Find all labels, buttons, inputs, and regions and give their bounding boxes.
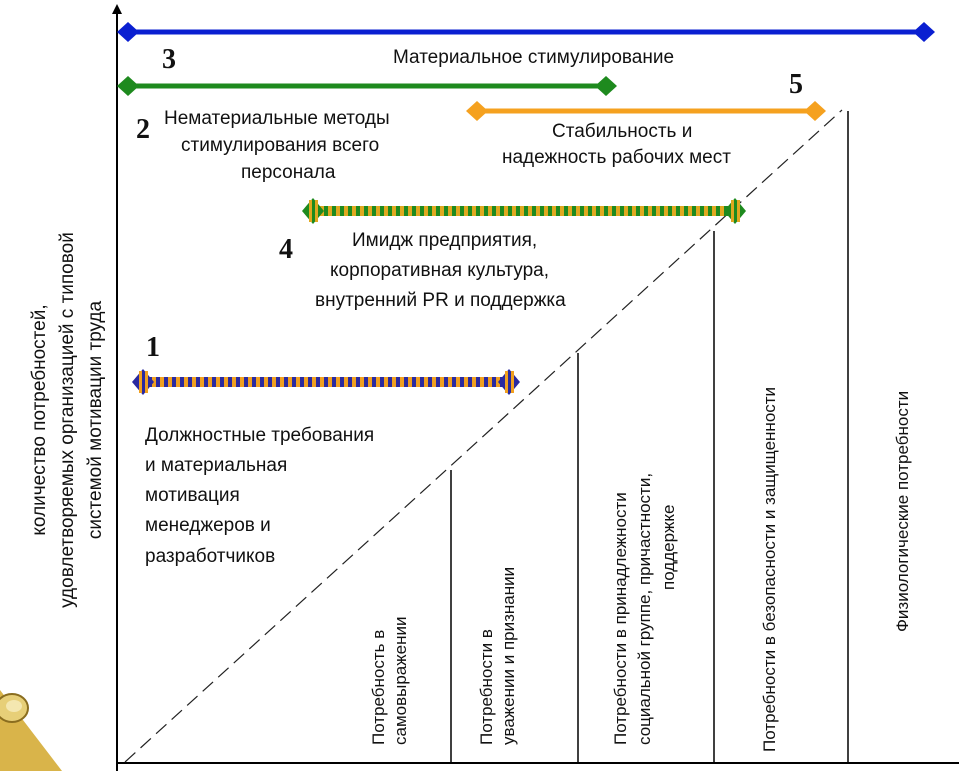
bar-4-label-line-3: внутренний PR и поддержка <box>315 290 566 311</box>
y-axis-label-line-3: системой мотивации труда <box>85 301 106 540</box>
need-physiological: Физиологические потребности <box>893 391 912 632</box>
y-axis-arrow-icon <box>112 4 122 14</box>
y-axis-label-line-2: удовлетворяемых организацией с типовой <box>57 232 78 608</box>
bar-3-number: 3 <box>162 44 176 75</box>
bar-1-label-line-5: разработчиков <box>145 546 275 567</box>
need-respect-line-2: уважении и признании <box>499 567 518 745</box>
need-safety: Потребности в безопасности и защищенност… <box>760 387 779 752</box>
bar-5-label-line-2: надежность рабочих мест <box>502 147 731 168</box>
bar-4: 4 Имидж предприятия, корпоративная культ… <box>279 198 746 311</box>
bar-5-right-diamond-icon <box>804 101 826 121</box>
bar-2-left-diamond-icon <box>117 76 139 96</box>
bar-1-label-line-1: Должностные требования <box>145 425 374 446</box>
need-safety-line-1: Потребности в безопасности и защищенност… <box>760 387 779 752</box>
need-belonging-line-2: социальной группе, причастности, <box>635 473 654 745</box>
corner-illustration-icon <box>0 690 62 771</box>
bar-1-label-line-3: мотивация <box>145 485 240 506</box>
bar-4-number: 4 <box>279 234 293 265</box>
need-belonging-line-3: поддержке <box>659 505 678 591</box>
bar-3-left-diamond-icon <box>117 22 139 42</box>
bar-1-left-diamond-icon <box>132 369 154 395</box>
need-respect: Потребности в уважении и признании <box>477 567 518 745</box>
bar-3-right-diamond-icon <box>913 22 935 42</box>
bar-4-label-line-2: корпоративная культура, <box>330 260 549 281</box>
bar-4-left-diamond-icon <box>302 198 324 224</box>
y-axis-label-line-1: количество потребностей, <box>29 304 50 535</box>
bar-1-right-diamond-icon <box>498 369 520 395</box>
need-respect-line-1: Потребности в <box>477 629 496 745</box>
need-belonging: Потребности в принадлежности социальной … <box>611 473 678 745</box>
bar-3: 3 Материальное стимулирование <box>117 22 935 75</box>
bar-1-line <box>143 377 509 387</box>
bar-2-label-line-1: Нематериальные методы <box>164 108 390 129</box>
need-self-expression-line-1: Потребность в <box>369 630 388 745</box>
need-physiological-line-1: Физиологические потребности <box>893 391 912 632</box>
y-axis-label: количество потребностей, удовлетворяемых… <box>29 232 106 608</box>
bar-2-right-diamond-icon <box>595 76 617 96</box>
bar-5-number: 5 <box>789 69 803 100</box>
bar-1-label-line-2: и материальная <box>145 455 287 476</box>
bar-1-label-line-4: менеджеров и <box>145 515 271 536</box>
bar-4-label-line-1: Имидж предприятия, <box>352 230 537 251</box>
bar-2-label-line-2: стимулирования всего <box>181 135 379 156</box>
bar-5-left-diamond-icon <box>466 101 488 121</box>
bar-5: 5 Стабильность и надежность рабочих мест <box>466 69 826 168</box>
bar-4-line <box>313 206 735 216</box>
need-self-expression: Потребность в самовыражении <box>369 617 410 745</box>
bar-1-number: 1 <box>146 332 160 363</box>
bar-5-label-line-1: Стабильность и <box>552 121 692 142</box>
need-belonging-line-1: Потребности в принадлежности <box>611 492 630 745</box>
bar-3-label: Материальное стимулирование <box>393 47 674 68</box>
bar-2: 2 Нематериальные методы стимулирования в… <box>117 76 617 183</box>
bar-2-number: 2 <box>136 114 150 145</box>
bar-4-right-diamond-icon <box>724 198 746 224</box>
need-self-expression-line-2: самовыражении <box>391 617 410 745</box>
diagonal-dashed-line <box>124 109 843 763</box>
bar-1: 1 Должностные требования и материальная … <box>132 332 520 567</box>
bar-2-label-line-3: персонала <box>241 162 336 183</box>
